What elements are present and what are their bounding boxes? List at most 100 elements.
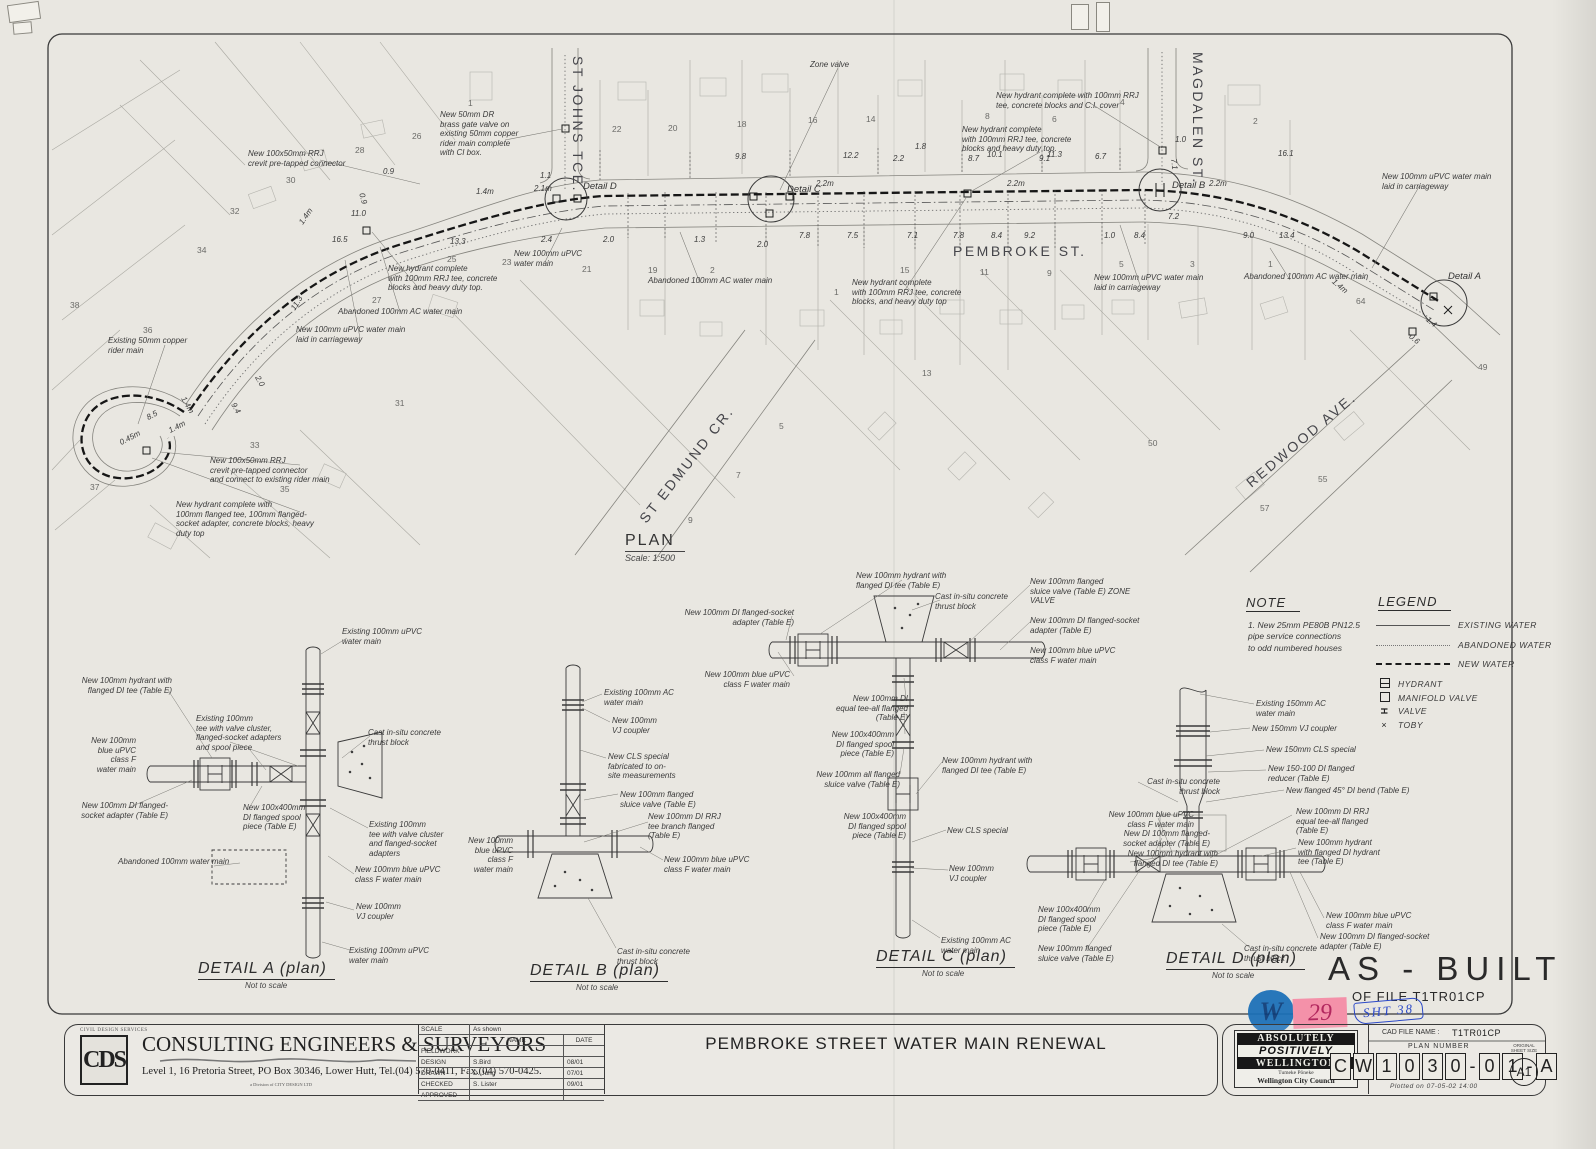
as-built-stamp: AS - BUILT [1328, 950, 1563, 987]
detail-callout: Existing 150mm AC water main [1256, 699, 1326, 718]
lot-number: 57 [1260, 503, 1270, 513]
lot-number: 2 [710, 265, 715, 275]
lot-number: 1 [468, 98, 473, 108]
dimension-label: 2.2m [816, 179, 834, 188]
detail-callout: Cast in-situ concrete thrust block [368, 728, 441, 747]
street-label: MAGDALEN ST. [1190, 52, 1206, 185]
plan-annotation: New 100mm uPVC water main [514, 249, 583, 268]
dimension-label: 1.8 [915, 142, 927, 151]
detail-callout: New 100mm blue uPVC class F water main [664, 855, 750, 874]
dimension-label: 2.4 [541, 235, 553, 244]
drawing-title: PEMBROKE STREET WATER MAIN RENEWAL [705, 1034, 1107, 1053]
detail-callout: New 100mm DI flanged- socket adapter (Ta… [81, 801, 168, 820]
plan-annotation: Existing 50mm copper rider main [108, 336, 188, 355]
date-column-header: DATE [575, 1036, 593, 1044]
approval-row: CHECKED S. Lister 09/01 [418, 1079, 604, 1090]
lot-number: 19 [648, 265, 658, 275]
detail-callout: New 100mm blue uPVC class F water main [355, 865, 441, 884]
dimension-label: 1.0 [1104, 231, 1116, 240]
house-outlines [147, 71, 1365, 550]
plan-annotation: Abandoned 100mm AC water main [1244, 272, 1369, 281]
dimension-label: 7.1 [1169, 158, 1180, 171]
detail-callout: New 100mm all flanged sluice valve (Tabl… [816, 770, 900, 789]
dimension-label: 1.4m [476, 187, 494, 196]
detail-a-subtitle: Not to scale [245, 981, 288, 990]
detail-marker-label: Detail A [1448, 271, 1481, 282]
dimension-label: 0.9 [383, 167, 395, 176]
lot-number: 50 [1148, 438, 1158, 448]
detail-callout: New 100mm DI flanged-socket adapter (Tab… [1320, 932, 1430, 951]
plan-scale: Scale: 1:500 [625, 553, 676, 563]
lot-number: 38 [70, 300, 80, 310]
lot-number: 1 [834, 287, 839, 297]
name-column-header: NAME [470, 1035, 564, 1045]
detail-b-drawing [494, 664, 664, 949]
dimension-label: 10.1 [987, 150, 1003, 159]
detail-callout: New CLS special [947, 826, 1008, 835]
plan-annotation: New 50mm DR brass gate valve on existing… [440, 110, 519, 158]
detail-marker-label: Detail D [583, 181, 617, 192]
lot-number: 35 [280, 484, 290, 494]
lot-number: 9 [1047, 268, 1052, 278]
detail-callout: New CLS special fabricated to on- site m… [608, 752, 676, 781]
plan-annotation: New 100mm uPVC water main laid in carria… [1094, 273, 1204, 292]
approval-row: DRAWN D. Jung 07/01 [418, 1068, 604, 1079]
cds-caption: CIVIL DESIGN SERVICES [80, 1028, 148, 1033]
legend-title: LEGEND [1378, 594, 1452, 611]
lot-number: 5 [1119, 259, 1124, 269]
detail-a-drawing [127, 637, 383, 959]
dimension-label: 9.1 [1039, 154, 1051, 163]
detail-callout: New 100mm blue uPVC class F water main [468, 836, 513, 874]
dimension-label: 2.0 [757, 240, 769, 249]
toby-icon: × [1381, 720, 1387, 730]
detail-callout: Existing 100mm tee with valve cluster, f… [196, 714, 282, 752]
legend-row-valve: H VALVE [1379, 706, 1427, 716]
existing-water-line [197, 199, 1435, 417]
company-address: Level 1, 16 Pretoria Street, PO Box 3034… [142, 1066, 542, 1077]
plan-number-char: - [1469, 1056, 1476, 1076]
existing-water-sample [1376, 624, 1450, 626]
lot-number: 1 [1268, 259, 1273, 269]
dimension-label: 8.4 [991, 231, 1003, 240]
lot-number: 36 [143, 325, 153, 335]
legend-row-new: NEW WATER [1376, 659, 1515, 669]
lot-number: 15 [900, 265, 910, 275]
legend-row-toby: × TOBY [1378, 720, 1423, 730]
plan-number-char: 0 [1399, 1053, 1420, 1080]
dimension-label: 7.1 [907, 231, 919, 240]
sheet-size-label: ORIGINAL SHEET SIZE [1510, 1043, 1538, 1053]
detail-callout: New 100mm DI flanged-socket adapter (Tab… [684, 608, 794, 627]
dimension-label: 7.8 [953, 231, 965, 240]
lot-number: 22 [612, 124, 622, 134]
detail-callout: Existing 100mm uPVC water main [349, 946, 430, 965]
plan-annotation: New hydrant complete with 100mm flanged … [176, 500, 314, 538]
detail-callout: New 100mm blue uPVC class F water main [1108, 810, 1194, 829]
detail-c-drawing [768, 579, 1046, 939]
detail-callout: New 100mm VJ coupler [949, 864, 994, 883]
detail-d-drawing [1026, 687, 1326, 951]
legend-row-manifold: MANIFOLD VALVE [1378, 692, 1478, 704]
dimension-label: 1.1 [540, 171, 552, 180]
detail-callout: New 100mm hydrant with flanged DI tee (T… [1127, 849, 1218, 868]
lot-number: 33 [250, 440, 260, 450]
lot-number: 49 [1478, 362, 1488, 372]
dimension-label: 1.3 [694, 235, 706, 244]
dimension-label: 8.7 [968, 154, 980, 163]
lot-number: 25 [447, 254, 457, 264]
detail-callout: New 150-100 DI flanged reducer (Table E) [1268, 764, 1355, 783]
plan-number-char: 0 [1479, 1053, 1500, 1080]
dimension-label: 2.2 [893, 154, 905, 163]
approval-row: FIELDWORK [418, 1046, 604, 1057]
new-water-sample [1376, 663, 1450, 665]
street-label: PEMBROKE ST. [953, 243, 1087, 259]
dimension-label: 2.2m [1007, 179, 1025, 188]
detail-callout: New 100mm flanged sluice valve (Table E) [620, 790, 696, 809]
detail-callout: New 100mm VJ coupler [356, 902, 401, 921]
detail-callout: New 100mm hydrant with flanged DI hydran… [1298, 838, 1380, 867]
lot-number: 3 [1190, 259, 1195, 269]
dimension-label: 7.8 [799, 231, 811, 240]
lot-number: 11 [980, 267, 989, 277]
detail-callout: New 150mm VJ coupler [1252, 724, 1337, 733]
